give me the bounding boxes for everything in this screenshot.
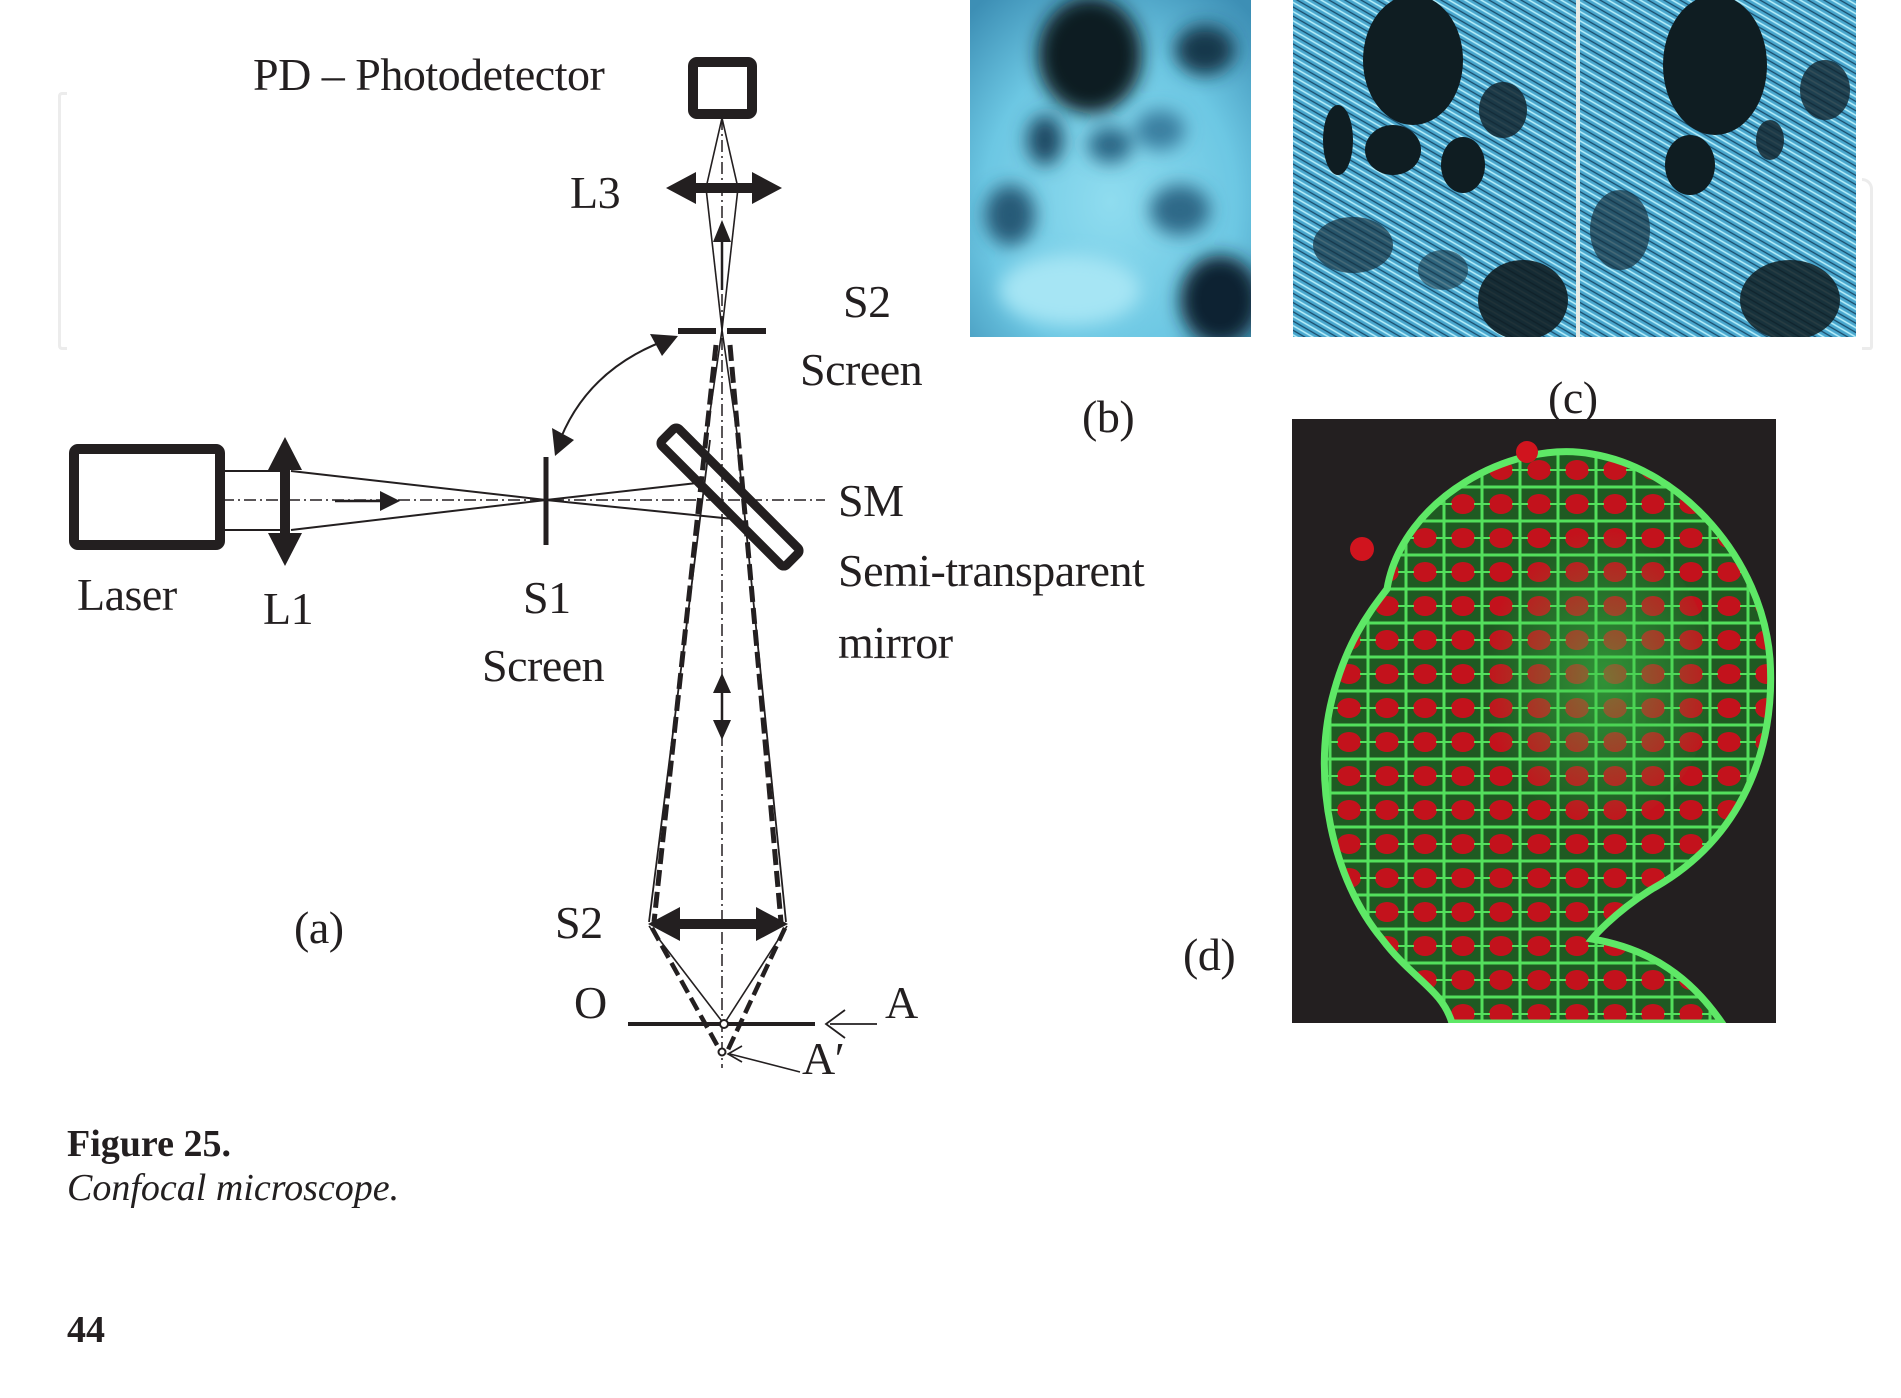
page-bracket-left <box>58 92 67 350</box>
panel-a-label: (a) <box>294 902 344 953</box>
figure-number-label: Figure 25. <box>67 1123 231 1165</box>
panel-c-confocal-left-image <box>1293 0 1576 337</box>
panel-b-label: (b) <box>1082 391 1135 442</box>
panel-b-widefield-image <box>970 0 1251 337</box>
objective-s2-label: S2 <box>555 897 603 948</box>
screen-s2-top-id-label: S2 <box>843 276 891 327</box>
panel-d-fluorescence-image <box>1292 419 1776 1023</box>
screen-s1-id-label: S1 <box>523 572 571 623</box>
panel-c-label: (c) <box>1548 372 1598 423</box>
mirror-id-label: SM <box>838 475 904 526</box>
lens-l1-label: L1 <box>263 583 314 634</box>
photodetector-label: PD – Photodetector <box>253 49 605 100</box>
point-a-prime-label: A′ <box>802 1033 845 1084</box>
figure-caption: Confocal microscope. <box>67 1167 400 1209</box>
semi-transparent-mirror-icon <box>656 423 804 571</box>
photodetector-icon <box>688 57 757 119</box>
page-number: 44 <box>67 1309 105 1351</box>
page-bracket-right <box>1862 178 1873 350</box>
mirror-name-line1-label: Semi-transparent <box>838 545 1145 596</box>
mirror-name-line2-label: mirror <box>838 617 953 668</box>
point-a-label: A <box>885 977 918 1028</box>
laser-icon <box>69 444 225 550</box>
panel-d-label: (d) <box>1183 929 1236 980</box>
panel-c-confocal-right-image <box>1580 0 1856 337</box>
lens-l3-label: L3 <box>570 167 621 218</box>
panel-c-divider <box>1576 0 1580 337</box>
screen-s2-top-name-label: Screen <box>800 344 923 395</box>
laser-label: Laser <box>77 569 177 620</box>
screen-s1-name-label: Screen <box>482 640 605 691</box>
plane-o-label: O <box>574 977 607 1028</box>
